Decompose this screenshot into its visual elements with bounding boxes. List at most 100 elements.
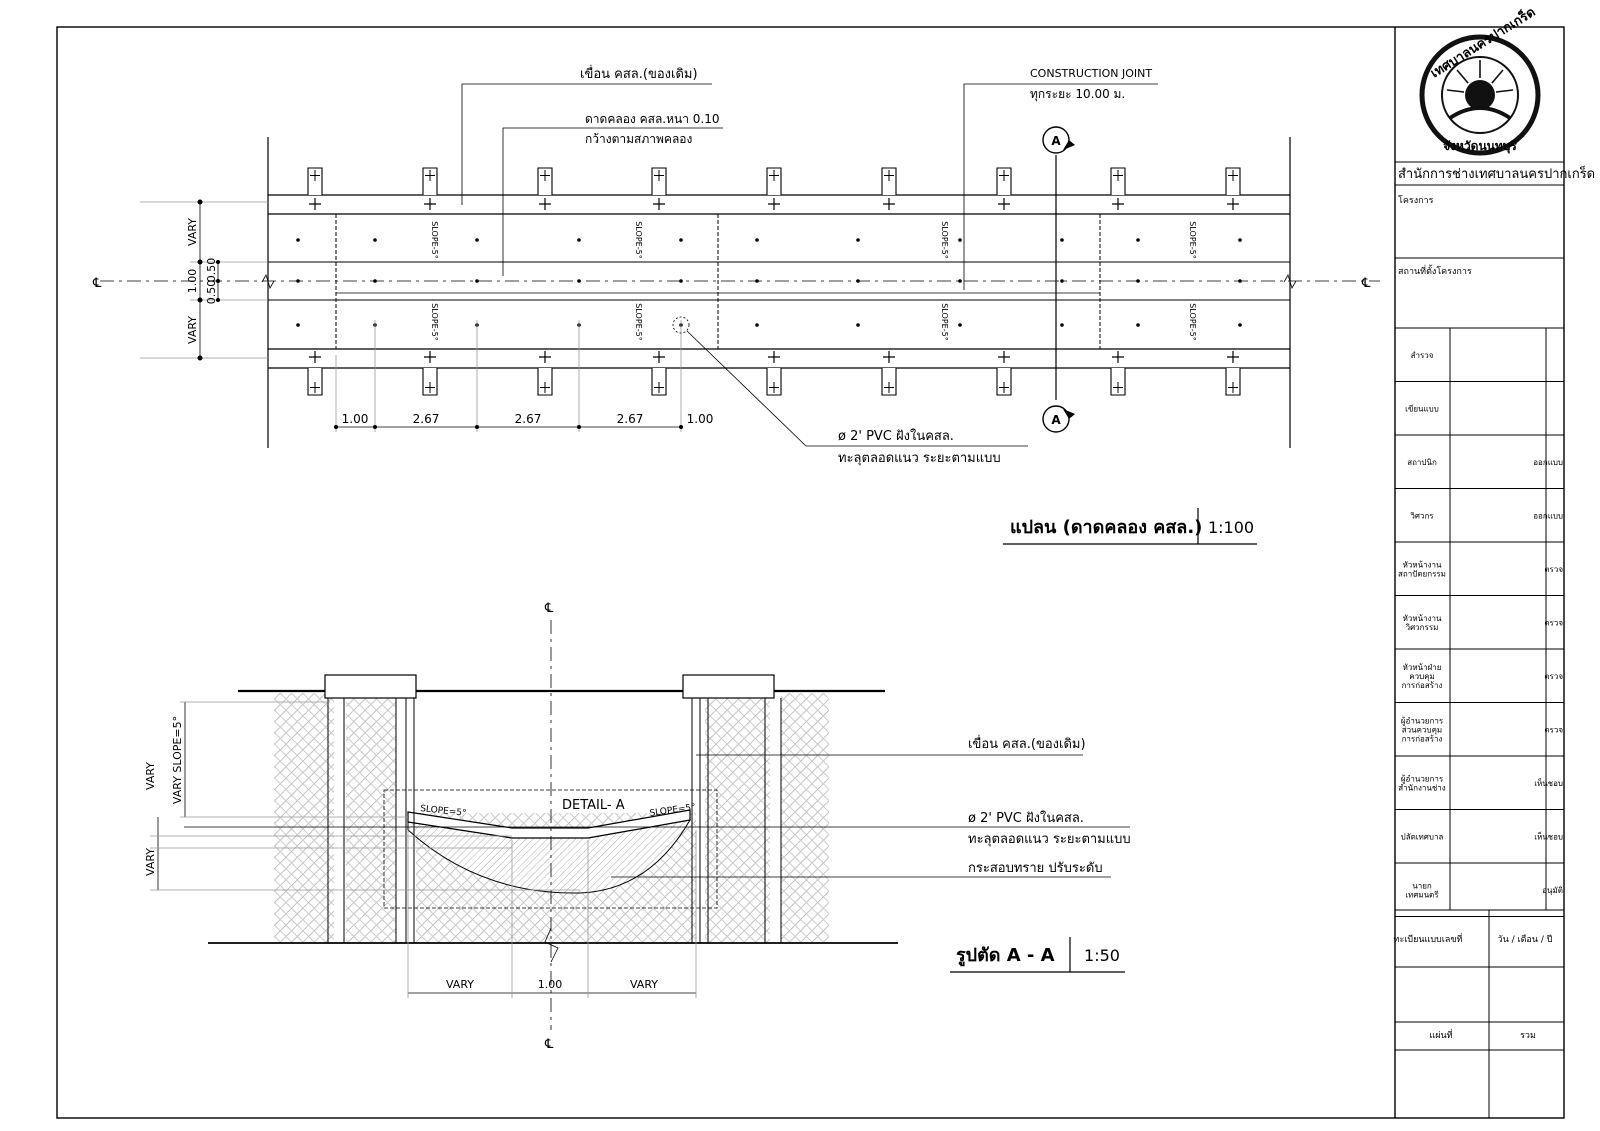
plan-post-top-cross: [999, 170, 1009, 181]
plan-post-bottom-mark: [309, 351, 321, 363]
plan-weep-hole: [1060, 323, 1064, 327]
plan-dim-bottom-0: 1.00: [342, 412, 369, 426]
plan-weep-hole: [1238, 238, 1242, 242]
plan-post-bottom-mark: [998, 351, 1010, 363]
plan-post-bottom-cross: [425, 382, 435, 393]
titleblock-row-label-line: เทศมนตรี: [1405, 890, 1439, 899]
titleblock-location: สถานที่ตั้งโครงการ: [1398, 264, 1472, 277]
plan-weep-hole: [1136, 323, 1140, 327]
titleblock-row-label-line: ผู้อำนวยการ: [1401, 716, 1444, 726]
detail-a-box: [383, 789, 718, 909]
seal-text-bottom: จังหวัดนนทบุรี: [1443, 139, 1517, 154]
section-left-cap: [324, 674, 417, 699]
plan-scale: 1:100: [1208, 518, 1254, 537]
titleblock-row-label-line: ส่วนควบคุม: [1402, 725, 1442, 734]
plan-dim-bottom-1: 2.67: [413, 412, 440, 426]
plan-view: SLOPE-5°SLOPE-5°SLOPE-5°SLOPE-5°SLOPE-5°…: [92, 65, 1380, 545]
section-label-dike: เขื่อน คสล.(ของเดิม): [968, 735, 1086, 752]
plan-weep-hole: [958, 323, 962, 327]
titleblock-project: โครงการ: [1398, 195, 1434, 206]
plan-slope-label: SLOPE-5°: [430, 303, 439, 340]
plan-post-top-mark: [1112, 198, 1124, 210]
plan-weep-hole: [296, 279, 300, 283]
plan-weep-hole: [958, 238, 962, 242]
plan-weep-hole: [958, 279, 962, 283]
plan-dim-vary-bottom: VARY: [186, 316, 199, 344]
plan-slope-label: SLOPE-5°: [1188, 221, 1197, 258]
titleblock-row-label-line: ผู้อำนวยการ: [1401, 774, 1444, 784]
titleblock-row-action: ตรวจ: [1544, 725, 1563, 734]
plan-post-top: [996, 167, 1012, 195]
plan-post-top-mark: [424, 198, 436, 210]
titleblock-office: สำนักการช่างเทศบาลนครปากเกร็ด: [1398, 164, 1595, 182]
plan-post-bottom-cross: [999, 382, 1009, 393]
section-dim-vary-1: VARY: [144, 762, 157, 790]
titleblock-row-label: สำรวจ: [1411, 351, 1434, 360]
plan-weep-hole: [856, 238, 860, 242]
plan-post-bottom: [881, 368, 897, 396]
titleblock-row-action: เห็นชอบ: [1534, 778, 1563, 788]
section-dim-vary-slope: VARY SLOPE=5°: [171, 716, 184, 804]
plan-weep-hole: [1238, 323, 1242, 327]
titleblock-row-label: ปลัดเทศบาล: [1401, 832, 1444, 841]
plan-post-top: [422, 167, 438, 195]
plan-post-bottom-cross: [1228, 382, 1238, 393]
titleblock-row-label-line: วิศวกร: [1410, 511, 1434, 520]
pvc-hole-highlight: [672, 316, 690, 334]
titleblock-row-label: หัวหน้างานสถาปัตยกรรม: [1398, 560, 1446, 578]
titleblock-row-label-line: สำรวจ: [1411, 351, 1434, 360]
plan-weep-hole: [296, 323, 300, 327]
section-title: รูปตัด A - A: [956, 945, 1055, 967]
plan-weep-hole: [1238, 279, 1242, 283]
titleblock-row-label-line: หัวหน้างาน: [1403, 560, 1442, 569]
titleblock-row-label: หัวหน้างานวิศวกรรม: [1403, 614, 1442, 632]
plan-dim-bottom-2: 2.67: [515, 412, 542, 426]
plan-slope-label: SLOPE-5°: [430, 221, 439, 258]
plan-post-bottom: [651, 368, 667, 396]
plan-label-joint-1: CONSTRUCTION JOINT: [1030, 67, 1152, 80]
titleblock-row-label: วิศวกร: [1410, 511, 1434, 520]
plan-weep-hole: [856, 323, 860, 327]
plan-weep-hole: [475, 279, 479, 283]
titleblock-row-label-line: เขียนแบบ: [1405, 404, 1439, 413]
section-dim-vary-2: VARY: [144, 848, 157, 876]
plan-weep-hole: [577, 238, 581, 242]
plan-post-top-cross: [540, 170, 550, 181]
plan-weep-hole: [475, 238, 479, 242]
titleblock-row-label-line: สถาปัตยกรรม: [1398, 569, 1446, 578]
titleblock-row-label: เขียนแบบ: [1405, 404, 1439, 413]
plan-post-bottom-mark: [1112, 351, 1124, 363]
plan-weep-hole: [373, 279, 377, 283]
plan-slope-label: SLOPE-5°: [1188, 303, 1197, 340]
plan-post-top: [766, 167, 782, 195]
plan-weep-hole: [1136, 238, 1140, 242]
plan-dim-vary-top: VARY: [186, 218, 199, 246]
plan-weep-hole: [755, 238, 759, 242]
plan-post-top-cross: [654, 170, 664, 181]
section-marker-top-label: A: [1051, 134, 1061, 148]
section-cl-top: ℄: [544, 601, 554, 616]
plan-post-top-mark: [653, 198, 665, 210]
titleblock-row-label-line: สถาปนิก: [1407, 458, 1437, 467]
titleblock-date: วัน / เดือน / ปี: [1498, 934, 1553, 945]
plan-post-bottom: [307, 368, 323, 396]
titleblock-row-action: ออกแบบ: [1533, 458, 1563, 467]
plan-weep-hole: [296, 238, 300, 242]
titleblock-row-action: ตรวจ: [1544, 618, 1563, 627]
sheet-border: [56, 26, 1565, 1119]
titleblock-row-label: นายกเทศมนตรี: [1405, 881, 1439, 899]
title-block: เทศบาลนครปากเกร็ด จังหวัดนนทบุรี สำนักกา…: [1394, 2, 1595, 1118]
plan-post-top: [881, 167, 897, 195]
titleblock-row-label: หัวหน้าฝ่ายควบคุมการก่อสร้าง: [1402, 663, 1443, 690]
plan-dim-bottom-4: 1.00: [687, 412, 714, 426]
titleblock-row-label-line: วิศวกรรม: [1405, 623, 1438, 632]
section-view: DETAIL- A SLOPE=5° SLOPE=5° ℄ ℄ VARY SLO…: [144, 601, 1131, 1052]
titleblock-row-action: ตรวจ: [1544, 672, 1563, 681]
titleblock-row-action: เห็นชอบ: [1534, 831, 1563, 841]
plan-post-top-cross: [1228, 170, 1238, 181]
plan-label-floor-2: กว้างตามสภาพคลอง: [585, 132, 692, 146]
plan-post-top: [651, 167, 667, 195]
plan-post-top-mark: [539, 198, 551, 210]
titleblock-row-label-line: ปลัดเทศบาล: [1401, 832, 1444, 841]
plan-post-bottom-cross: [884, 382, 894, 393]
